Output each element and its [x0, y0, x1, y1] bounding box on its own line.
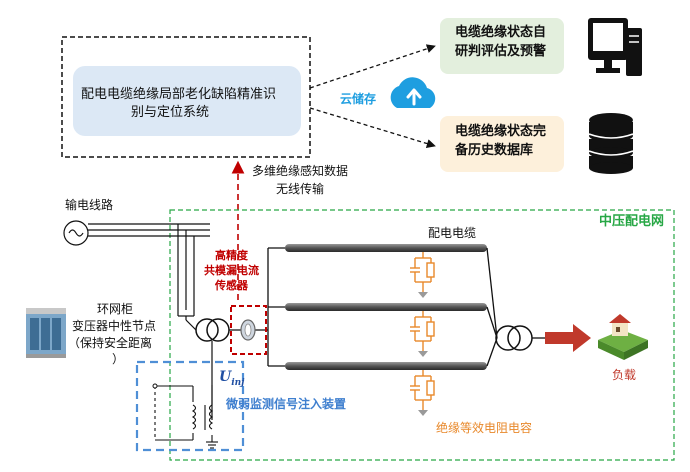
cable-2 [285, 303, 487, 311]
ring-line3: （保持安全距离 [68, 336, 153, 350]
load-transformer [495, 325, 533, 351]
history-line1: 电缆绝缘状态完 [455, 124, 547, 139]
transmit-line2: 无线传输 [276, 182, 325, 196]
computer-icon [588, 18, 642, 76]
current-sensor-icon [240, 319, 256, 341]
history-line2: 备历史数据库 [455, 143, 534, 158]
network-boundary [169, 209, 675, 461]
arrow-to-history [309, 107, 436, 148]
sensor-line3: 传感器 [215, 279, 248, 292]
system-box [61, 36, 311, 158]
rc-circuit-2 [410, 311, 435, 351]
cable-1 [285, 244, 487, 252]
rc-circuit-1 [410, 252, 435, 292]
rc-circuit-3 [410, 370, 435, 410]
cloud-upload-icon [390, 77, 436, 108]
injector-label: 微弱监测信号注入装置 [226, 397, 347, 411]
ring-line1: 环网柜 [97, 302, 134, 316]
sensor-line1: 高精度 [215, 249, 248, 262]
ring-transformer [195, 318, 230, 342]
network-label: 中压配电网 [599, 214, 665, 229]
assess-line2: 研判评估及预警 [455, 44, 547, 59]
cable-label: 配电电缆 [428, 226, 477, 240]
injector-box [135, 360, 245, 452]
u-inj-label: Uinj [219, 369, 245, 388]
sensor-line2: 共模漏电流 [204, 264, 259, 277]
injection-circuit [154, 385, 218, 449]
ring-main-unit-image [26, 308, 66, 358]
assess-box [440, 18, 564, 74]
ring-line2: 变压器中性节点 [72, 319, 157, 333]
database-icon [588, 113, 634, 174]
cloud-label: 云储存 [340, 92, 377, 106]
assess-line1: 电缆绝缘状态自 [455, 25, 547, 40]
house-icon [598, 314, 648, 360]
load-arrow [545, 324, 591, 352]
transmission-line [63, 220, 210, 320]
transmission-line-label: 输电线路 [65, 198, 114, 212]
equiv-label: 绝缘等效电阻电容 [436, 421, 533, 435]
arrow-to-assess [309, 44, 436, 89]
history-box [440, 116, 564, 172]
sensor-box [230, 305, 267, 355]
system-title-line1: 配电电缆绝缘局部老化缺陷精准识 [81, 87, 277, 102]
system-inner-box [73, 66, 301, 136]
ring-line4: ） [112, 352, 125, 366]
system-title-line2: 别与定位系统 [131, 105, 210, 120]
transmit-line1: 多维绝缘感知数据 [252, 164, 349, 178]
cable-3 [285, 362, 487, 370]
load-label: 负载 [612, 368, 637, 382]
